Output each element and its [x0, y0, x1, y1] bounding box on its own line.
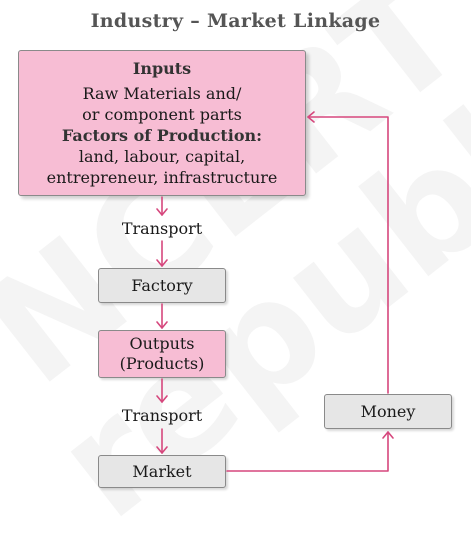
- transport-label-1: Transport: [121, 219, 203, 238]
- market-box: Market: [98, 455, 226, 488]
- money-box: Money: [324, 394, 452, 429]
- inputs-line-2: or component parts: [82, 105, 242, 124]
- inputs-heading: Inputs: [132, 59, 192, 78]
- inputs-line-4: entrepreneur, infrastructure: [46, 168, 278, 187]
- diagram-title: Industry – Market Linkage: [90, 10, 381, 32]
- factors-heading: Factors of Production:: [61, 126, 263, 145]
- arrow-market-to-money: [226, 431, 389, 472]
- connector-arrows: [156, 111, 394, 472]
- arrow-transport-to-factory-head: [156, 259, 168, 267]
- outputs-line-2: (Products): [119, 354, 205, 373]
- arrow-money-to-inputs-head: [307, 111, 315, 123]
- arrow-inputs-to-transport-head: [156, 208, 168, 216]
- inputs-box: Inputs Raw Materials and/ or component p…: [18, 50, 306, 196]
- arrow-transport-to-market-head: [156, 446, 168, 454]
- arrow-money-to-inputs: [307, 116, 389, 394]
- arrow-outputs-to-transport-head: [156, 395, 168, 403]
- outputs-box: Outputs (Products): [98, 330, 226, 378]
- outputs-line-1: Outputs: [129, 334, 195, 353]
- factory-box: Factory: [98, 268, 226, 303]
- transport-label-2: Transport: [121, 406, 203, 425]
- arrow-market-to-money-head: [382, 431, 394, 439]
- inputs-line-3: land, labour, capital,: [78, 147, 246, 166]
- inputs-line-1: Raw Materials and/: [82, 84, 242, 103]
- arrow-factory-to-outputs-head: [156, 321, 168, 329]
